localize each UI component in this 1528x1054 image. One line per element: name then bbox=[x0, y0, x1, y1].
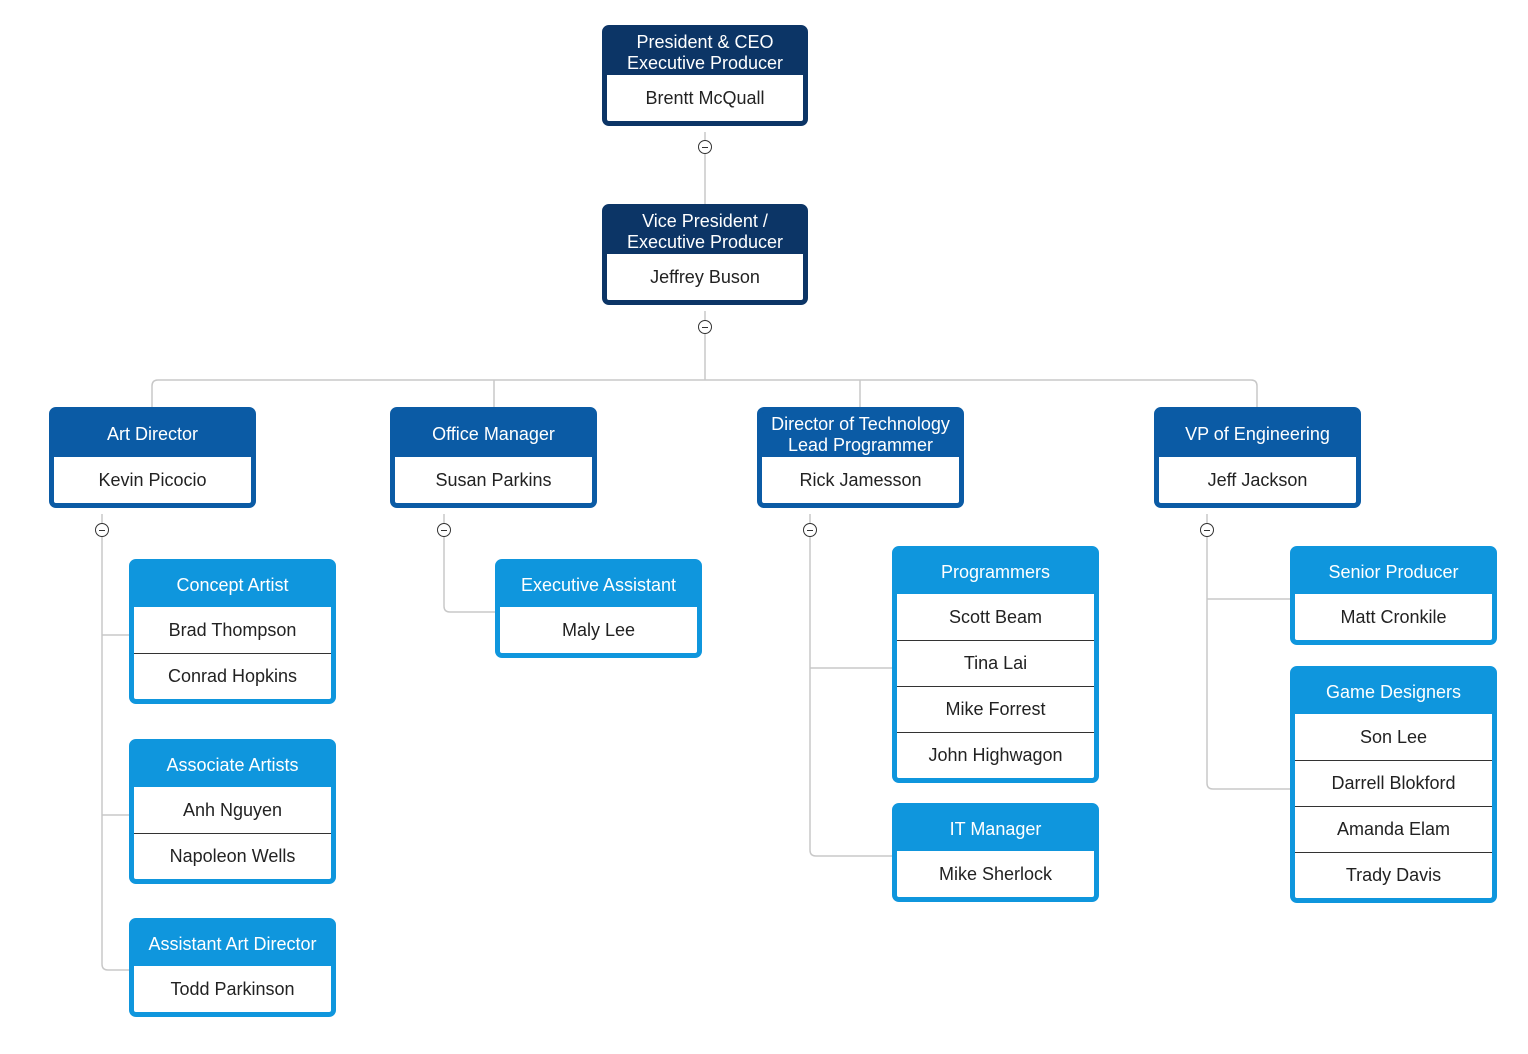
node-title: Senior Producer bbox=[1328, 562, 1459, 582]
connector-elbow bbox=[809, 849, 892, 857]
member-name: Brad Thompson bbox=[134, 607, 331, 653]
node-title: Art Director bbox=[106, 424, 198, 444]
node-members: Brentt McQuall bbox=[607, 75, 803, 121]
node-title: President & CEO Executive Producer bbox=[626, 31, 784, 73]
node-title: Associate Artists bbox=[166, 755, 299, 775]
member-name: Todd Parkinson bbox=[134, 966, 331, 1012]
collapse-toggle-icon[interactable] bbox=[437, 523, 451, 537]
node-members: Mike Sherlock bbox=[897, 851, 1094, 897]
member-name: Susan Parkins bbox=[395, 457, 592, 503]
collapse-toggle-icon[interactable] bbox=[95, 523, 109, 537]
node-title: Assistant Art Director bbox=[148, 934, 317, 954]
node-title: Office Manager bbox=[432, 424, 555, 444]
collapse-toggle-icon[interactable] bbox=[803, 523, 817, 537]
node-title: Concept Artist bbox=[176, 575, 289, 595]
node-members: Todd Parkinson bbox=[134, 966, 331, 1012]
member-name: Kevin Picocio bbox=[54, 457, 251, 503]
node-members: Jeffrey Buson bbox=[607, 254, 803, 300]
member-name: John Highwagon bbox=[897, 732, 1094, 778]
member-name: Jeff Jackson bbox=[1159, 457, 1356, 503]
node-title: Director of Technology Lead Programmer bbox=[771, 413, 950, 455]
node-title: Vice President / Executive Producer bbox=[626, 210, 784, 252]
collapse-toggle-icon[interactable] bbox=[698, 140, 712, 154]
member-name: Matt Cronkile bbox=[1295, 594, 1492, 640]
node-title: Executive Assistant bbox=[520, 575, 677, 595]
connector-elbow bbox=[101, 963, 129, 971]
node-title: VP of Engineering bbox=[1185, 424, 1330, 444]
node-members: Matt Cronkile bbox=[1295, 594, 1492, 640]
node-title: Game Designers bbox=[1325, 682, 1462, 702]
member-name: Trady Davis bbox=[1295, 852, 1492, 898]
member-name: Mike Sherlock bbox=[897, 851, 1094, 897]
node-title: Programmers bbox=[940, 562, 1051, 582]
node-title: IT Manager bbox=[949, 819, 1042, 839]
member-name: Jeffrey Buson bbox=[607, 254, 803, 300]
collapse-toggle-icon[interactable] bbox=[1200, 523, 1214, 537]
node-members: Susan Parkins bbox=[395, 457, 592, 503]
member-name: Brentt McQuall bbox=[607, 75, 803, 121]
member-name: Mike Forrest bbox=[897, 686, 1094, 732]
member-name: Maly Lee bbox=[500, 607, 697, 653]
member-name: Anh Nguyen bbox=[134, 787, 331, 833]
node-members: Kevin Picocio bbox=[54, 457, 251, 503]
member-name: Darrell Blokford bbox=[1295, 760, 1492, 806]
node-members: Jeff Jackson bbox=[1159, 457, 1356, 503]
member-name: Son Lee bbox=[1295, 714, 1492, 760]
connector-elbow bbox=[1206, 782, 1290, 790]
node-members: Rick Jamesson bbox=[762, 457, 959, 503]
collapse-toggle-icon[interactable] bbox=[698, 320, 712, 334]
node-members: Maly Lee bbox=[500, 607, 697, 653]
member-name: Tina Lai bbox=[897, 640, 1094, 686]
connector-elbow bbox=[443, 605, 495, 613]
member-name: Rick Jamesson bbox=[762, 457, 959, 503]
member-name: Napoleon Wells bbox=[134, 833, 331, 879]
member-name: Amanda Elam bbox=[1295, 806, 1492, 852]
connector-elbow bbox=[151, 379, 1258, 407]
member-name: Scott Beam bbox=[897, 594, 1094, 640]
member-name: Conrad Hopkins bbox=[134, 653, 331, 699]
